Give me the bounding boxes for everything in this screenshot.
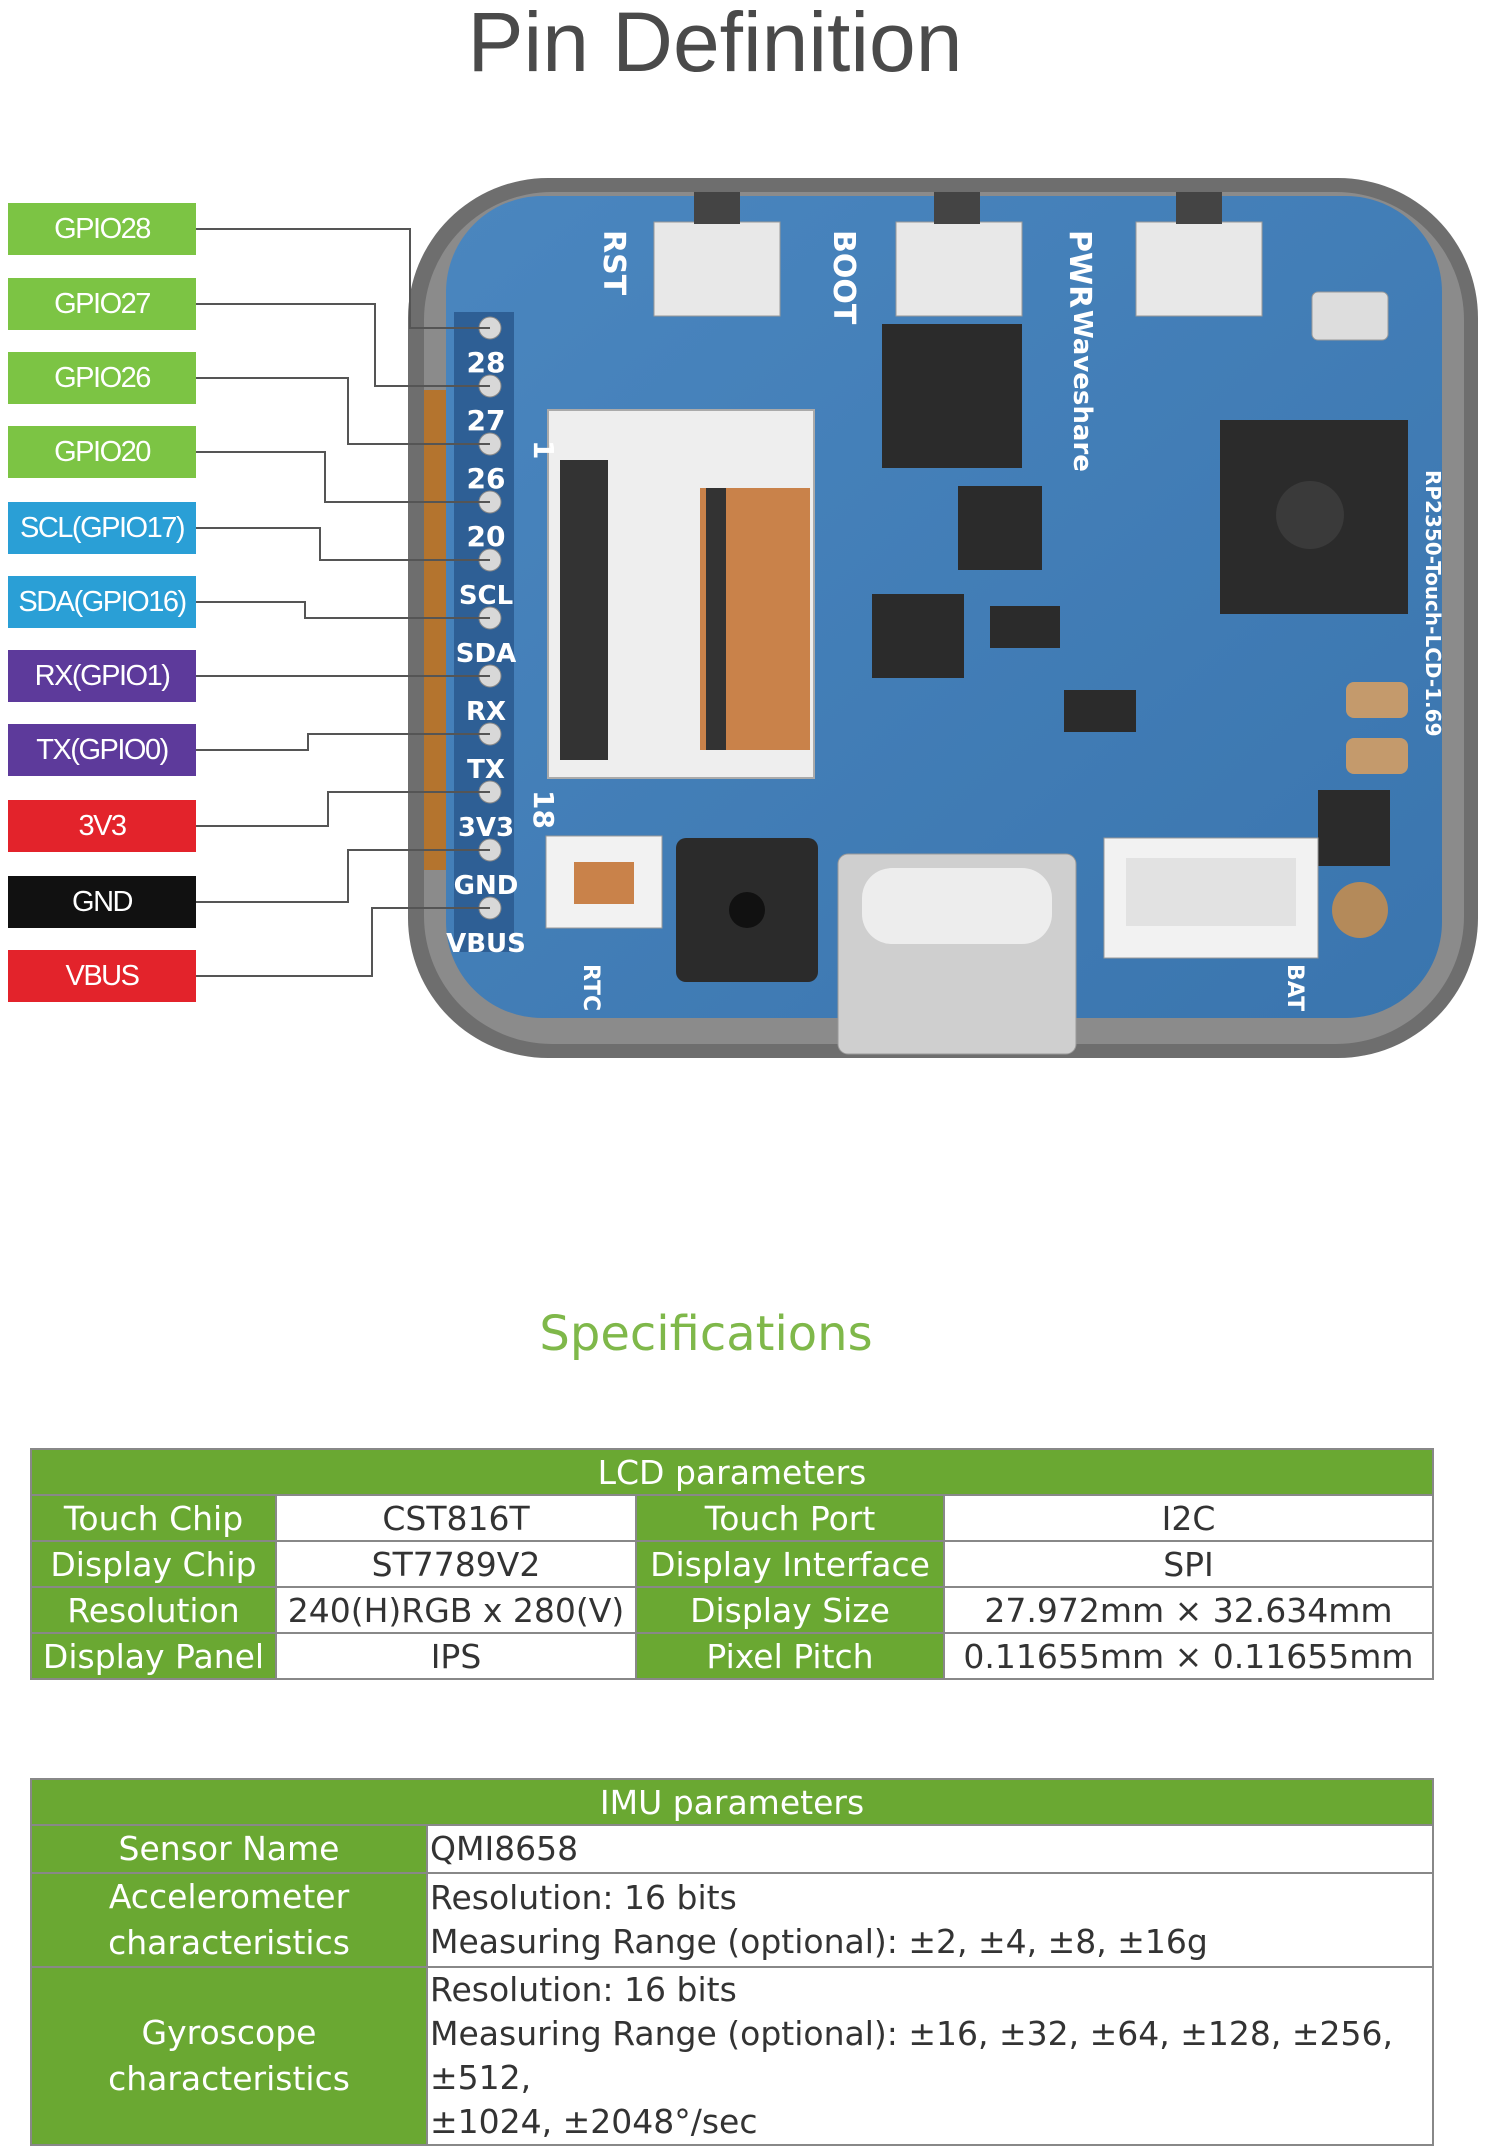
header-pin-text: 27 — [467, 404, 506, 437]
header-pin-text: SDA — [456, 639, 516, 669]
header-pin-text: RX — [466, 697, 506, 727]
specifications-title: Specifications — [539, 1306, 873, 1362]
pin-line — [196, 377, 490, 445]
lcd-param-value: IPS — [275, 1632, 637, 1680]
pin-label-gnd: GND — [8, 876, 196, 928]
header-pin-text: GND — [454, 871, 519, 901]
boot-label: BOOT — [826, 230, 861, 325]
header-pin-text: 28 — [467, 346, 506, 379]
bat-label: BAT — [1282, 964, 1307, 1011]
pin-line — [196, 791, 490, 827]
fpc-pin1-label: 1 — [527, 440, 560, 459]
imu-value-line: Measuring Range (optional): ±16, ±32, ±6… — [430, 2014, 1393, 2097]
pwr-label: PWR — [1062, 230, 1097, 308]
lcd-param-label: Display Size — [635, 1586, 945, 1634]
header-pin-text: SCL — [459, 581, 513, 611]
pin-line — [196, 527, 490, 561]
lcd-param-value: 0.11655mm × 0.11655mm — [943, 1632, 1434, 1680]
brand-label: Waveshare — [1067, 310, 1097, 472]
pin-line — [196, 228, 490, 329]
pin-line — [196, 303, 490, 387]
pin-label-3v3: 3V3 — [8, 800, 196, 852]
header-pin-text: 26 — [467, 462, 506, 495]
imu-param-label: Accelerometer characteristics — [30, 1872, 428, 1968]
lcd-param-label: Display Chip — [30, 1540, 277, 1588]
pin-line — [196, 601, 490, 619]
fpc-pin18-label: 18 — [527, 790, 560, 829]
imu-param-label: Sensor Name — [30, 1824, 428, 1874]
pin-label-gpio26: GPIO26 — [8, 352, 196, 404]
pin-label-vbus: VBUS — [8, 950, 196, 1002]
button-rst — [653, 192, 781, 317]
lcd-param-label: Touch Chip — [30, 1494, 277, 1542]
button-boot — [895, 192, 1023, 317]
lcd-param-label: Display Interface — [635, 1540, 945, 1588]
lcd-param-label: Pixel Pitch — [635, 1632, 945, 1680]
imu-param-value: QMI8658 — [425, 1824, 1435, 1874]
pin-line — [196, 733, 490, 751]
imu-value-line: Resolution: 16 bits — [430, 1970, 737, 2009]
imu-value-line: QMI8658 — [430, 1829, 579, 1868]
decorative-mark — [40, 2117, 58, 2127]
lcd-param-value: SPI — [943, 1540, 1434, 1588]
lcd-param-label: Touch Port — [635, 1494, 945, 1542]
pin-label-gpio28: GPIO28 — [8, 203, 196, 255]
page-title: Pin Definition — [467, 0, 963, 89]
imu-value-line: ±1024, ±2048°/sec — [430, 2102, 758, 2141]
header-pin-text: VBUS — [446, 929, 526, 959]
pin-label-scl-gpio17: SCL(GPIO17) — [8, 502, 196, 554]
lcd-table-header: LCD parameters — [30, 1448, 1434, 1496]
pin-label-gpio27: GPIO27 — [8, 278, 196, 330]
lcd-param-value: 240(H)RGB x 280(V) — [275, 1586, 637, 1634]
lcd-param-value: ST7789V2 — [275, 1540, 637, 1588]
pin-line — [196, 849, 490, 903]
rst-label: RST — [596, 230, 631, 296]
lcd-param-label: Display Panel — [30, 1632, 277, 1680]
header-pin-text: 3V3 — [458, 813, 514, 843]
pin-label-sda-gpio16: SDA(GPIO16) — [8, 576, 196, 628]
button-pwr — [1135, 192, 1263, 317]
imu-value-line: Resolution: 16 bits — [430, 1878, 737, 1917]
pin-label-gpio20: GPIO20 — [8, 426, 196, 478]
pin-label-tx-gpio0: TX(GPIO0) — [8, 724, 196, 776]
pin-line — [196, 907, 490, 977]
pin-line — [196, 451, 490, 503]
pin-label-rx-gpio1: RX(GPIO1) — [8, 650, 196, 702]
header-pin-text: 20 — [467, 520, 506, 553]
model-label: RP2350-Touch-LCD-1.69 — [1421, 470, 1445, 736]
rtc-label: RTC — [578, 964, 603, 1011]
imu-value-line: Measuring Range (optional): ±2, ±4, ±8, … — [430, 1922, 1208, 1961]
header-pin-text: TX — [467, 755, 505, 785]
imu-table-header: IMU parameters — [29, 1778, 1435, 1826]
lcd-param-value: I2C — [943, 1494, 1434, 1542]
lcd-param-value: CST816T — [275, 1494, 637, 1542]
lcd-param-value: 27.972mm × 32.634mm — [943, 1586, 1434, 1634]
imu-param-label: Gyroscope characteristics — [30, 1966, 428, 2146]
lcd-param-label: Resolution — [30, 1586, 277, 1634]
